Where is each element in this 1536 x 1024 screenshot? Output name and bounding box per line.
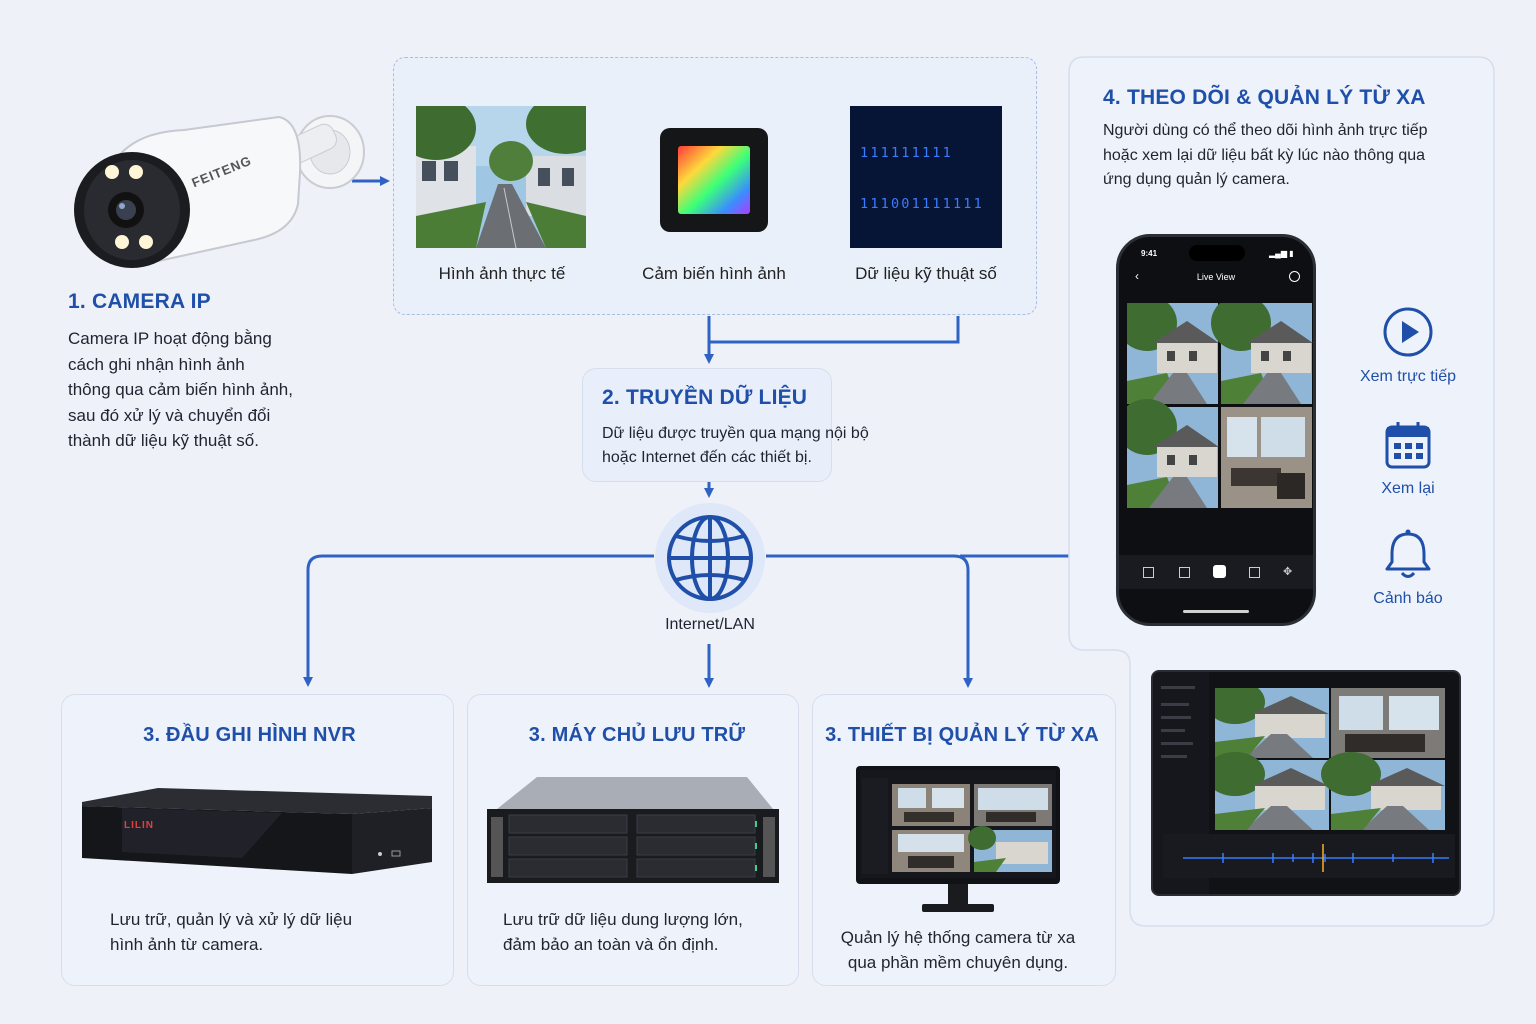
transmission-description: Dữ liệu được truyền qua mạng nội bộ hoặc… <box>602 425 869 466</box>
transmission-title: 2. TRUYỀN DỮ LIỆU <box>602 386 808 409</box>
nvr-title: 3. ĐẦU GHI HÌNH NVR <box>143 724 356 746</box>
camera-description: Camera IP hoạt động bằng cách ghi nhận h… <box>68 329 293 451</box>
record-icon[interactable] <box>1179 567 1190 578</box>
data-transmission-box <box>582 368 832 482</box>
smartphone-app: 9:41 ▂▄▆ ▮ ‹ Live View <box>1116 234 1316 626</box>
image-sensor-chip <box>660 128 768 232</box>
tablet-vms-app <box>1151 670 1461 896</box>
image-sensor-label: Cảm biến hình ảnh <box>642 264 786 283</box>
tablet-timeline[interactable] <box>1163 834 1455 878</box>
phone-notch <box>1189 245 1245 261</box>
phone-camera-grid <box>1127 303 1313 509</box>
talk-icon[interactable] <box>1213 565 1226 578</box>
live-view-label: Xem trực tiếp <box>1359 368 1457 385</box>
phone-screen-title: Live View <box>1196 272 1236 282</box>
real-image-thumbnail <box>416 106 586 248</box>
playback-icon[interactable] <box>1249 567 1260 578</box>
globe-icon <box>654 502 766 614</box>
live-view-play-icon[interactable] <box>1382 306 1434 358</box>
nvr-device-illustration: LILIN <box>82 788 432 878</box>
playback-label: Xem lại <box>1381 480 1435 497</box>
snapshot-icon[interactable] <box>1143 567 1154 578</box>
remote-device-title: 3. THIẾT BỊ QUẢN LÝ TỪ XA <box>825 724 1099 746</box>
phone-status-icons: ▂▄▆ ▮ <box>1269 249 1294 258</box>
digital-data-thumbnail: 111111111 111001111111 110001000001 1100… <box>850 106 1002 248</box>
desktop-monitor-illustration <box>856 766 1060 914</box>
storage-server-description: Lưu trữ dữ liệu dung lượng lớn, đảm bảo … <box>503 910 743 954</box>
nvr-description: Lưu trữ, quản lý và xử lý dữ liệu hình ả… <box>110 910 353 954</box>
phone-time: 9:41 <box>1141 249 1158 258</box>
real-image-label: Hình ảnh thực tế <box>438 264 566 283</box>
remote-device-description: Quản lý hệ thống camera từ xa qua phần m… <box>840 928 1076 972</box>
alert-bell-icon[interactable] <box>1384 528 1432 580</box>
alert-label: Cảnh báo <box>1373 590 1443 607</box>
tablet-camera-grid <box>1215 688 1447 830</box>
remote-section-title: 4. THEO DÕI & QUẢN LÝ TỪ XA <box>1103 86 1426 109</box>
camera-section-title: 1. CAMERA IP <box>68 290 211 313</box>
home-indicator <box>1183 610 1249 613</box>
playback-calendar-icon[interactable] <box>1384 420 1432 470</box>
digital-data-label: Dữ liệu kỹ thuật số <box>855 264 997 283</box>
nvr-brand-label: LILIN <box>124 820 154 831</box>
network-label: Internet/LAN <box>665 616 755 633</box>
ptz-icon[interactable]: ✥ <box>1283 566 1293 578</box>
storage-server-illustration <box>487 777 779 883</box>
back-icon[interactable]: ‹ <box>1135 269 1139 283</box>
ip-camera-illustration: FEITENG <box>74 92 374 282</box>
remote-description: Người dùng có thể theo dõi hình ảnh trực… <box>1103 122 1428 188</box>
settings-icon[interactable] <box>1289 271 1300 282</box>
storage-server-title: 3. MÁY CHỦ LƯU TRỮ <box>528 724 746 746</box>
